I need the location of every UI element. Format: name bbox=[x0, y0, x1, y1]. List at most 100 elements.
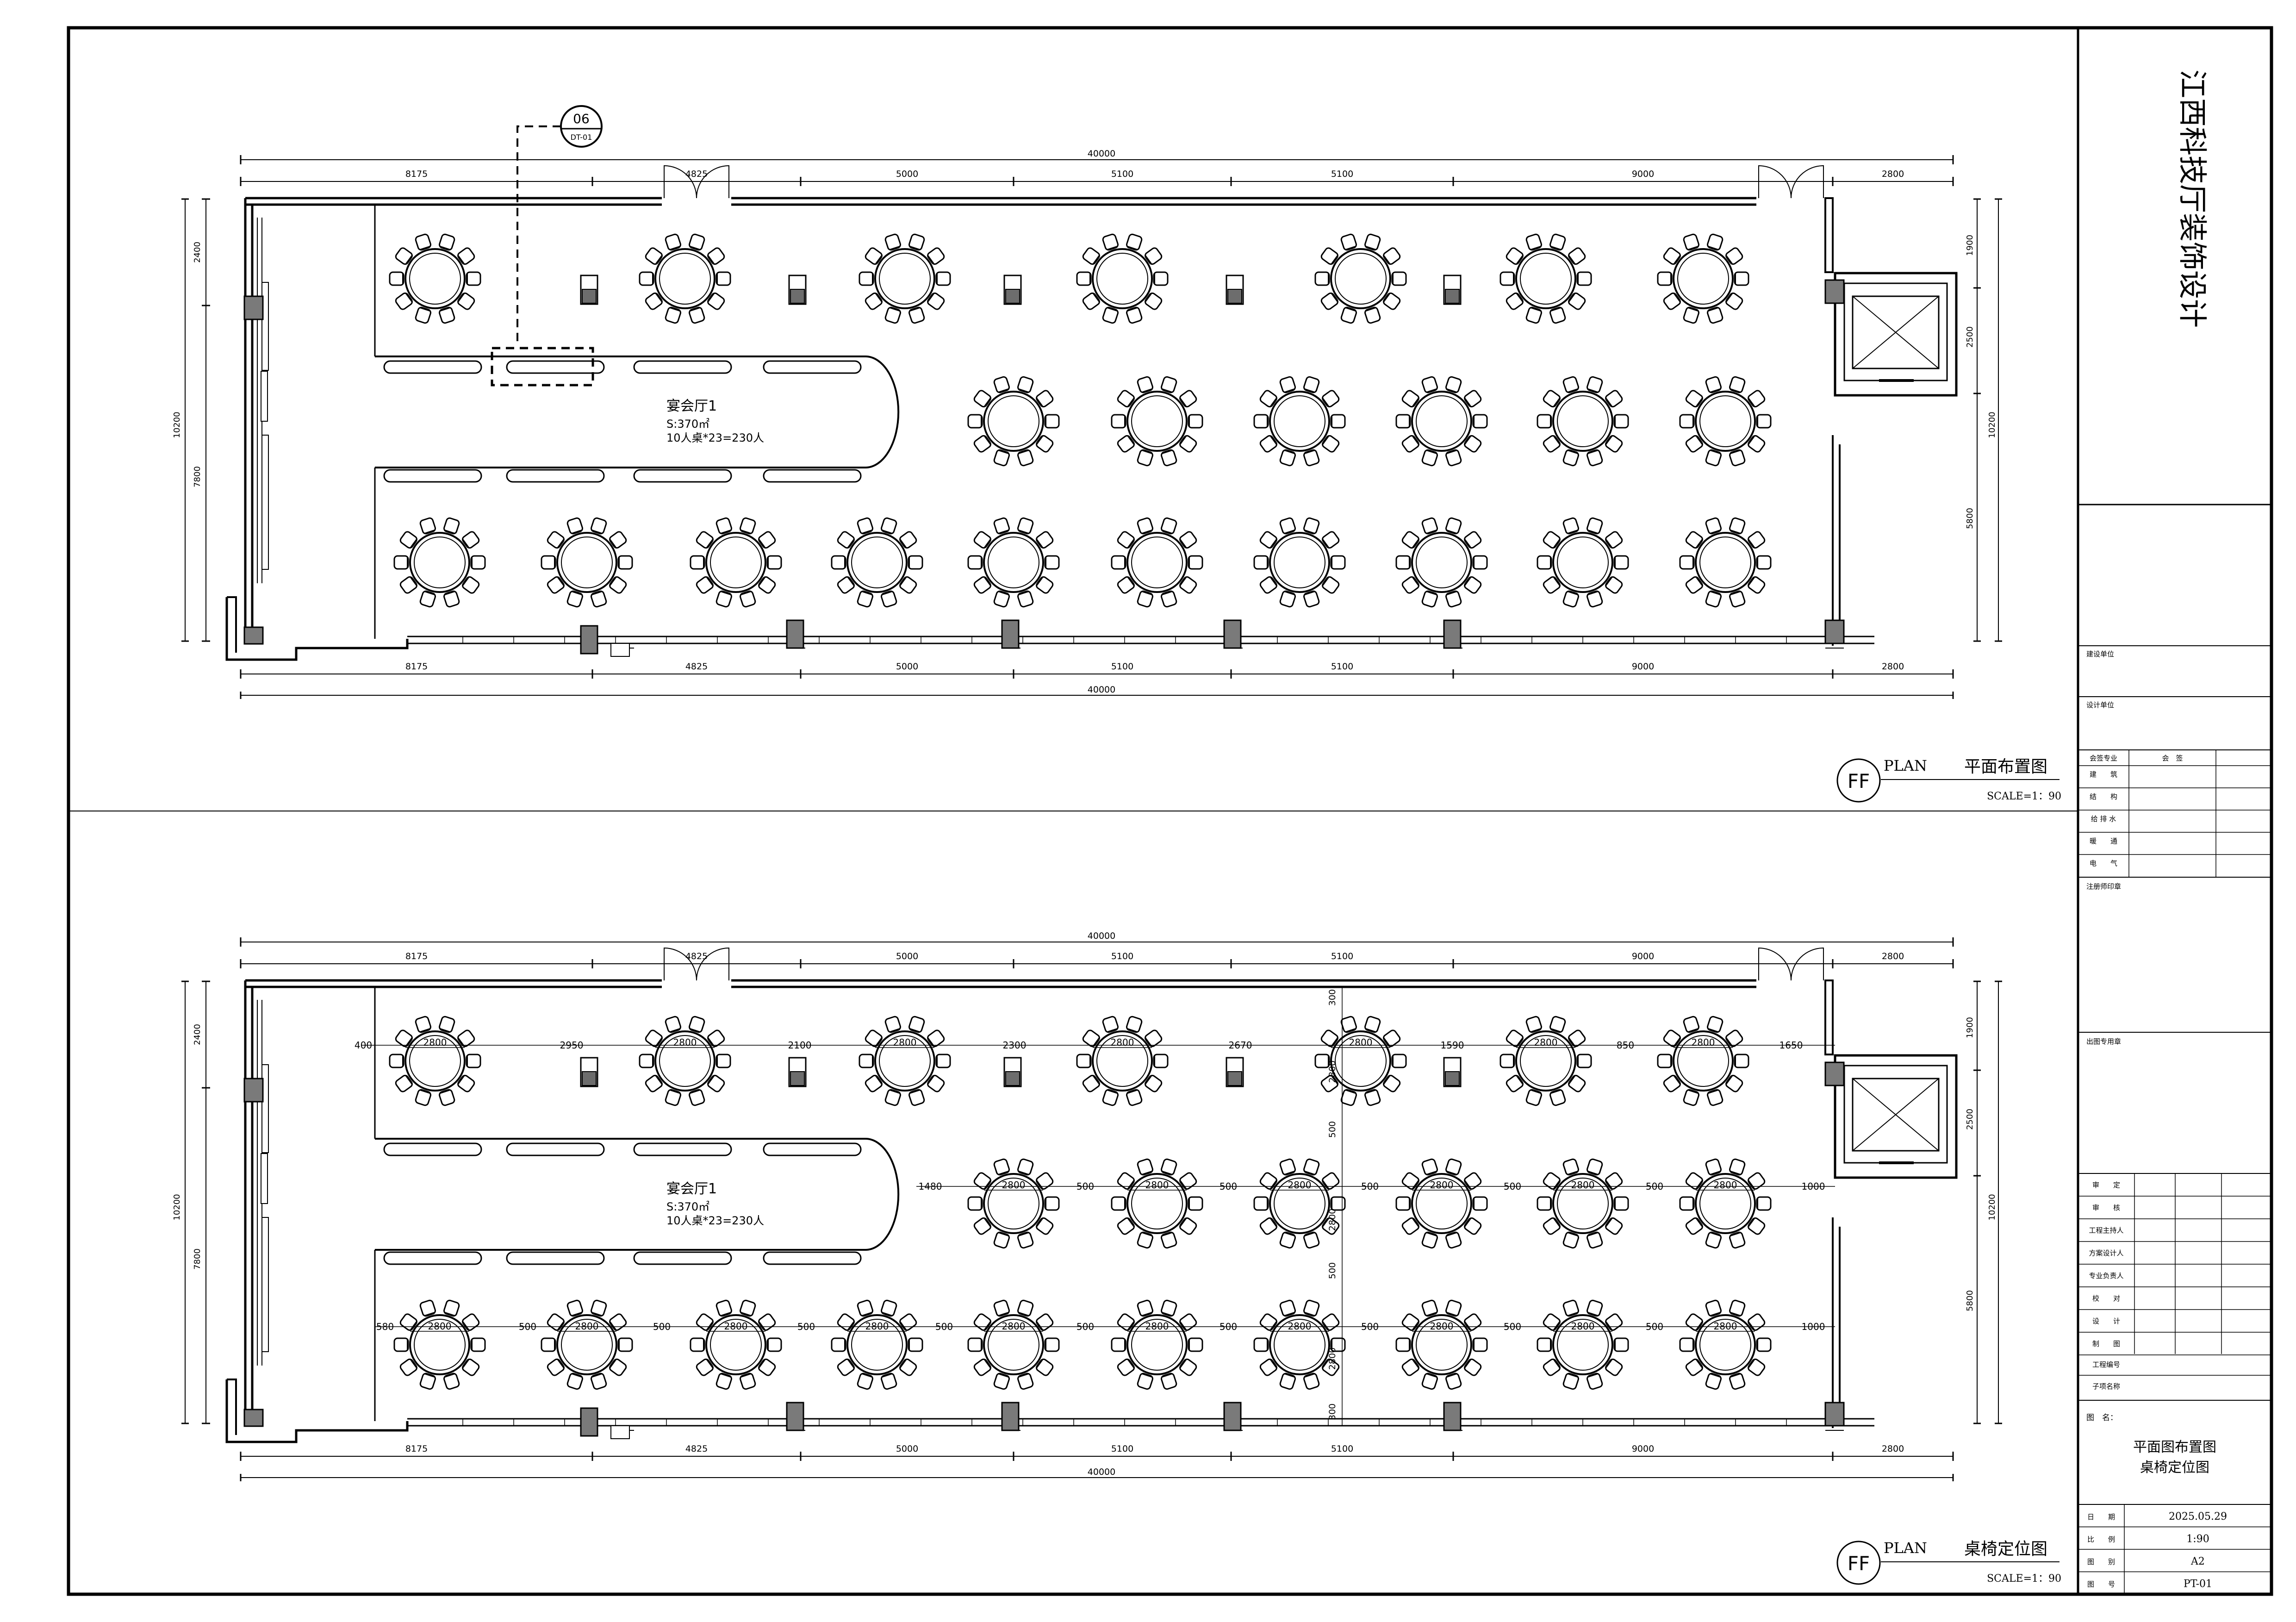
chair bbox=[1137, 517, 1153, 535]
chair bbox=[415, 306, 431, 324]
table-inner-ring bbox=[1335, 253, 1387, 305]
vertical-gap-dimension: 500 bbox=[1327, 1262, 1338, 1279]
table-top bbox=[1126, 391, 1188, 452]
chair bbox=[908, 555, 923, 570]
company-name: 江西科技厅装饰设计 bbox=[2176, 69, 2209, 328]
chair bbox=[716, 1299, 732, 1317]
chair bbox=[1330, 414, 1346, 429]
chair-seat-line bbox=[1127, 577, 1134, 586]
chair-seat-line bbox=[1093, 1037, 1100, 1047]
chair bbox=[740, 590, 756, 608]
chair-seat-line bbox=[1426, 530, 1437, 534]
chair-seat-line bbox=[1587, 1171, 1598, 1175]
chair bbox=[1525, 1016, 1542, 1033]
door-swing bbox=[696, 947, 729, 981]
table-diameter-label: 2800 bbox=[1002, 1321, 1026, 1332]
chair-seat-line bbox=[1284, 388, 1295, 393]
chair-seat-line bbox=[1464, 436, 1471, 445]
chair bbox=[1705, 1158, 1722, 1176]
chair-seat-line bbox=[1142, 530, 1152, 534]
chair-seat-line bbox=[909, 307, 920, 312]
chair bbox=[1562, 1158, 1579, 1176]
chair-seat-line bbox=[1553, 539, 1560, 548]
chair-seat-line bbox=[1674, 1075, 1680, 1085]
dimension-text: 5000 bbox=[896, 1444, 918, 1454]
chair-seat-line bbox=[862, 1312, 872, 1316]
chair bbox=[967, 555, 983, 570]
chair-seat-line bbox=[572, 1373, 582, 1378]
stage-runway bbox=[375, 356, 900, 468]
table-top bbox=[409, 532, 470, 593]
table-inner-ring bbox=[1096, 1035, 1148, 1087]
sign-header-discipline: 会签专业 bbox=[2090, 754, 2117, 762]
top-wall bbox=[245, 197, 1756, 206]
chair-seat-line bbox=[1284, 591, 1295, 595]
chair-seat-line bbox=[1587, 1373, 1598, 1378]
chair-seat-line bbox=[1127, 307, 1138, 312]
chair-seat-line bbox=[1688, 307, 1699, 312]
chair bbox=[1587, 517, 1603, 535]
table-top bbox=[1552, 391, 1613, 452]
chair-seat-line bbox=[405, 293, 412, 302]
chair bbox=[1729, 1231, 1746, 1249]
chair bbox=[1756, 555, 1772, 570]
chair-seat-line bbox=[591, 1373, 602, 1378]
bottom-left-wall bbox=[225, 597, 409, 661]
chair bbox=[881, 1299, 897, 1317]
table-inner-ring bbox=[1274, 537, 1325, 588]
chair bbox=[1445, 1372, 1462, 1390]
chair-seat-line bbox=[708, 1075, 715, 1085]
chair bbox=[1445, 376, 1462, 393]
chair-seat-line bbox=[1550, 246, 1561, 250]
structural-column bbox=[243, 1409, 264, 1427]
total-width-top: 40000 bbox=[1088, 149, 1115, 159]
chair-seat-line bbox=[721, 1373, 731, 1378]
chair-seat-line bbox=[424, 1312, 435, 1316]
chair bbox=[665, 1089, 681, 1106]
chair-seat-line bbox=[1730, 450, 1741, 454]
dimension-text: 5100 bbox=[1331, 1444, 1353, 1454]
chair-seat-line bbox=[1587, 1232, 1598, 1236]
table-inner-ring bbox=[1557, 537, 1609, 588]
chair bbox=[1705, 1231, 1722, 1249]
buffet-counter bbox=[633, 469, 732, 483]
chair bbox=[466, 1054, 481, 1068]
chair bbox=[591, 517, 607, 535]
chair bbox=[566, 517, 583, 535]
vertical-gap-dimension: 300 bbox=[1327, 1404, 1338, 1420]
table-diameter-label: 2800 bbox=[673, 1037, 697, 1048]
chair-seat-line bbox=[1127, 539, 1134, 548]
chair-seat-line bbox=[862, 1373, 872, 1378]
chair bbox=[993, 1231, 1010, 1249]
chair-seat-line bbox=[1568, 530, 1578, 534]
chair-seat-line bbox=[670, 1090, 680, 1094]
chair-seat-line bbox=[862, 530, 872, 534]
round-table-10-seats bbox=[1314, 233, 1407, 324]
chair bbox=[884, 1016, 901, 1033]
chair bbox=[1587, 1372, 1603, 1390]
round-table-10-seats bbox=[1253, 376, 1346, 467]
chair bbox=[1126, 233, 1143, 251]
info-value: 1:90 bbox=[2186, 1534, 2209, 1545]
chair-seat-line bbox=[1270, 577, 1277, 586]
column-base bbox=[1445, 1071, 1460, 1086]
chair-seat-line bbox=[1127, 1090, 1138, 1094]
chair bbox=[1137, 1158, 1153, 1176]
top-wall bbox=[245, 979, 1756, 988]
chair-seat-line bbox=[557, 1359, 564, 1368]
round-table-10-seats: 2800 bbox=[389, 1016, 481, 1106]
chair bbox=[993, 517, 1010, 535]
chair bbox=[1161, 1158, 1177, 1176]
stage-runway bbox=[375, 1138, 900, 1251]
chair-seat-line bbox=[900, 539, 907, 548]
chair bbox=[1549, 306, 1566, 324]
chair bbox=[1137, 376, 1153, 393]
discipline-label: 电 气 bbox=[2090, 859, 2117, 867]
table-inner-ring bbox=[851, 537, 903, 588]
chair bbox=[1111, 1196, 1126, 1211]
chair bbox=[1705, 376, 1722, 393]
round-table-10-seats: 2800 bbox=[1395, 1158, 1488, 1249]
chair bbox=[1330, 555, 1346, 570]
chair bbox=[566, 1372, 583, 1390]
chair-seat-line bbox=[1107, 1090, 1118, 1094]
